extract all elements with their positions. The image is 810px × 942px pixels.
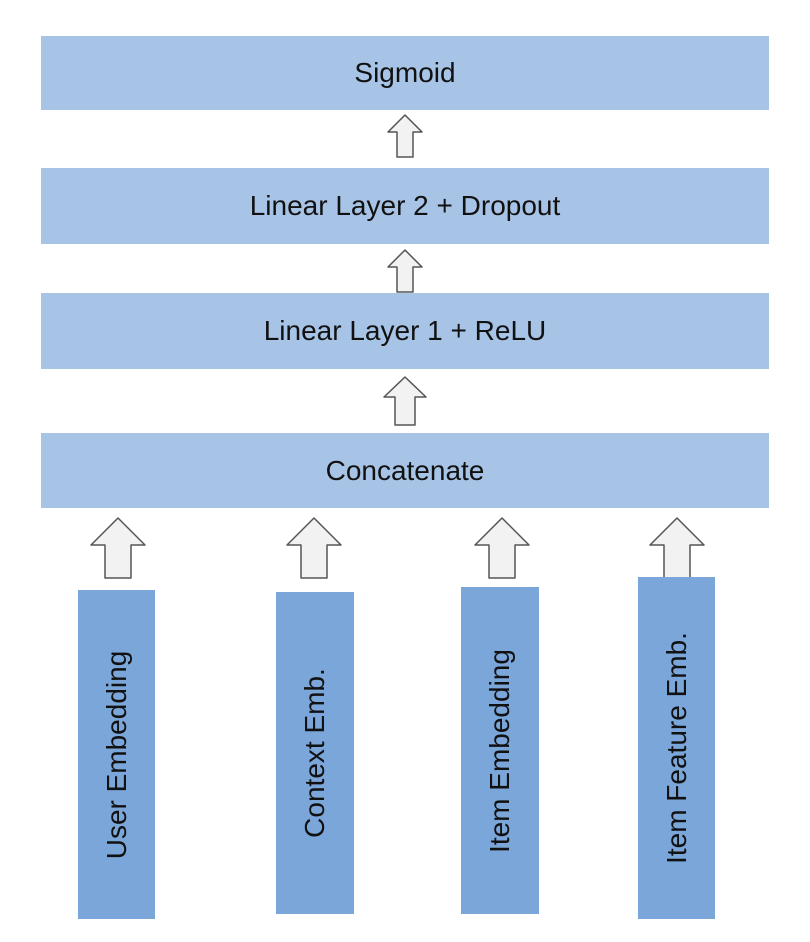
arrow-item-to-concat: [474, 517, 530, 579]
arrow-linear2-to-sigmoid: [387, 114, 423, 158]
item-feature-embedding-label: Item Feature Emb.: [660, 632, 692, 864]
context-embedding-label: Context Emb.: [299, 668, 330, 838]
context-embedding-block: Context Emb.: [276, 592, 354, 914]
item-embedding-block: Item Embedding: [461, 587, 539, 914]
user-embedding-label: User Embedding: [100, 650, 132, 859]
linear-layer-2: Linear Layer 2 + Dropout: [41, 168, 769, 244]
item-embedding-label: Item Embedding: [484, 648, 515, 853]
concatenate-layer-label: Concatenate: [325, 454, 485, 486]
linear-layer-1-label: Linear Layer 1 + ReLU: [263, 315, 547, 346]
concatenate-layer: Concatenate: [41, 433, 769, 508]
sigmoid-layer: Sigmoid: [41, 36, 769, 110]
user-embedding-block: User Embedding: [78, 590, 155, 919]
item-feature-embedding-block: Item Feature Emb.: [638, 577, 715, 919]
linear-layer-1: Linear Layer 1 + ReLU: [41, 293, 769, 369]
arrow-linear1-to-linear2: [387, 249, 423, 293]
arrow-user-to-concat: [90, 517, 146, 579]
arrow-concat-to-linear1: [383, 376, 427, 426]
arrow-context-to-concat: [286, 517, 342, 579]
arrow-item-feature-to-concat: [649, 517, 705, 579]
linear-layer-2-label: Linear Layer 2 + Dropout: [249, 190, 561, 221]
sigmoid-layer-label: Sigmoid: [354, 57, 456, 88]
